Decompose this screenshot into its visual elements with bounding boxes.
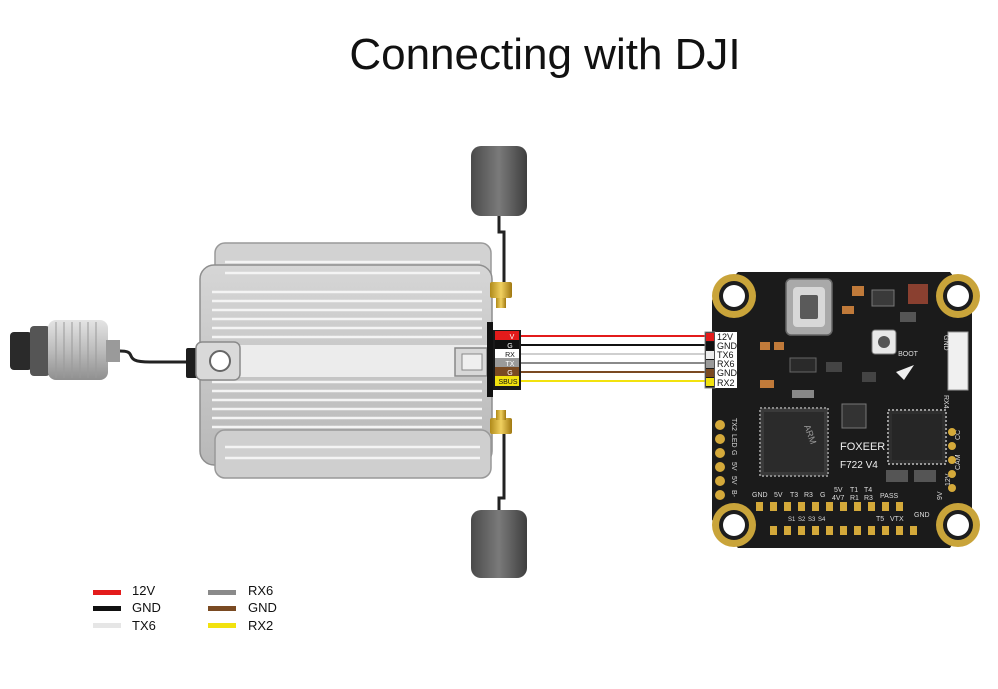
camera-cable — [119, 349, 188, 364]
right-pad-cc: CC — [955, 430, 962, 440]
left-pads: TX2 LED G 5V 5V B- — [715, 418, 737, 500]
air-pin-g1: G — [507, 343, 512, 350]
bottom-pad-s1: S1 — [788, 517, 796, 523]
bottom-pad-s2: S2 — [798, 517, 806, 523]
fc-pin-gnd2: GND — [717, 368, 738, 378]
legend-label-gnd: GND — [132, 600, 161, 615]
page-title: Connecting with DJI — [349, 30, 741, 79]
bottom-pad-5v-b: 5V — [834, 487, 843, 494]
left-pad-g: G — [730, 450, 737, 455]
fc-pin-gnd: GND — [717, 341, 738, 351]
side-label-rx4: RX4 — [942, 395, 949, 409]
air-pin-sbus: SBUS — [498, 379, 517, 386]
bottom-pad-4v7: 4V7 — [832, 495, 845, 502]
camera — [10, 320, 120, 380]
legend-label-tx6: TX6 — [132, 618, 156, 633]
air-pin-v: V — [510, 334, 515, 341]
left-pad-led: LED — [730, 434, 737, 448]
bottom-pad-pass: PASS — [880, 493, 898, 500]
right-pad-gnd: GND — [914, 512, 930, 519]
fc-pin-tx6: TX6 — [717, 350, 734, 360]
right-pad-12v: 12V — [945, 473, 952, 486]
bottom-pad-t5: T5 — [876, 516, 884, 523]
bottom-pad-r1: R1 — [850, 495, 859, 502]
boot-label: BOOT — [898, 351, 919, 358]
air-pin-tx: TX — [506, 361, 515, 368]
left-pad-5v-a: 5V — [730, 462, 737, 471]
fc-pin-rx2: RX2 — [717, 378, 735, 388]
wires — [521, 335, 705, 382]
bottom-pad-r3b: R3 — [864, 495, 873, 502]
right-pads: CAM CC 9V 12V GND — [914, 428, 962, 519]
bottom-pad-r3: R3 — [804, 492, 813, 499]
air-unit — [195, 242, 493, 479]
legend-swatch-rx2 — [208, 623, 236, 628]
legend-swatch-tx6 — [93, 623, 121, 628]
fc-brand: FOXEER — [840, 441, 885, 453]
legend-label-12v: 12V — [132, 583, 156, 598]
bottom-pad-t4: T4 — [864, 487, 872, 494]
bottom-pads: GND 5V T3 R3 G 5V T1 T4 4V7 R1 R3 S1 S2 … — [752, 487, 917, 535]
left-pad-b: B- — [730, 490, 737, 498]
side-connector — [947, 331, 969, 391]
legend-swatch-12v — [93, 590, 121, 595]
bottom-pad-vtx: VTX — [890, 516, 904, 523]
bottom-pad-t1: T1 — [850, 487, 858, 494]
air-pin-g2: G — [507, 370, 512, 377]
bottom-pad-5v: 5V — [774, 492, 783, 499]
air-pin-rx: RX — [505, 352, 515, 359]
legend-label-rx6: RX6 — [248, 583, 274, 598]
bottom-pad-s4: S4 — [818, 517, 826, 523]
legend-swatch-gnd — [93, 606, 121, 611]
bottom-pad-gnd: GND — [752, 492, 768, 499]
antenna-bottom — [471, 410, 527, 578]
legend-label-gnd2: GND — [248, 600, 277, 615]
legend-label-rx2: RX2 — [248, 618, 274, 633]
right-pad-9v: 9V — [937, 491, 944, 500]
bottom-pad-s3: S3 — [808, 517, 816, 523]
legend-swatch-rx6 — [208, 590, 236, 595]
bottom-pad-g: G — [820, 492, 825, 499]
fc-pin-12v: 12V — [717, 332, 733, 342]
fc-model: F722 V4 — [840, 460, 878, 471]
bottom-pad-t3: T3 — [790, 492, 798, 499]
fc-pin-rx6: RX6 — [717, 359, 735, 369]
air-unit-connector: V G RX TX G SBUS — [487, 322, 521, 397]
legend-swatch-gnd2 — [208, 606, 236, 611]
side-label-gnd: GND — [942, 335, 949, 351]
right-pad-cam: CAM — [955, 454, 962, 470]
left-pad-5v-b: 5V — [730, 476, 737, 485]
flight-controller: BOOT GND RX4 12V GND TX6 RX6 GND RX2 ARM — [704, 272, 980, 548]
antenna-top — [471, 146, 527, 308]
left-pad-tx2: TX2 — [730, 418, 737, 431]
